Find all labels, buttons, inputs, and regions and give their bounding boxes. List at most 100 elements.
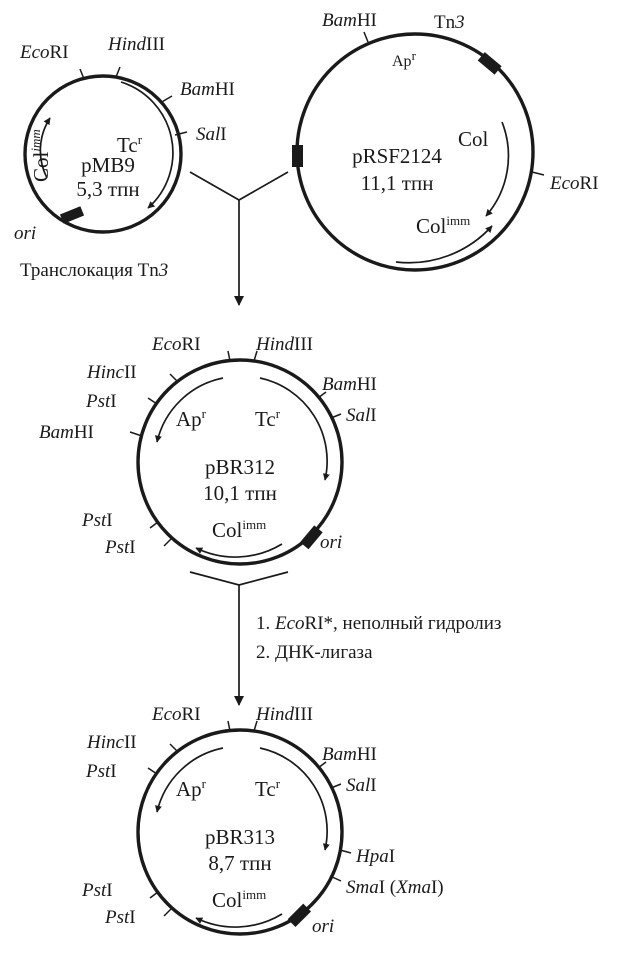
pmb9-tick-bamhi xyxy=(159,95,173,104)
pbr313-site-ecori: EcoRI xyxy=(151,704,201,725)
prsf2124-block-right xyxy=(477,52,502,75)
pbr312-tick-bamhi-r xyxy=(317,391,327,399)
pbr312-site-sali: SalI xyxy=(346,405,377,426)
pbr313-tick-psti-3 xyxy=(163,907,173,917)
pbr313-site-bamhi: BamHI xyxy=(322,744,377,765)
pbr312-site-psti-3: PstI xyxy=(104,537,136,558)
pbr312-tick-psti-3 xyxy=(163,537,173,547)
join-bracket-top xyxy=(189,171,289,201)
pbr312-tick-hincii xyxy=(169,373,179,383)
prsf2124-tick-ecori xyxy=(531,171,545,176)
pbr312-tc-arrow xyxy=(259,377,330,481)
pmb9-site-ori: ori xyxy=(14,223,36,244)
prsf2124-col-label: Col xyxy=(458,127,489,151)
pmb9-site-hindiii: HindIII xyxy=(107,34,165,55)
pbr313-site-ori: ori xyxy=(312,916,334,937)
pbr313-ap-label: Apr xyxy=(176,776,207,801)
pbr312-colimm-label: Colimm xyxy=(212,517,266,542)
pmb9-tick-sali xyxy=(174,131,188,136)
step-translocation: Транслокация Tn3 xyxy=(20,171,289,306)
pbr313-site-hpai: HpaI xyxy=(355,846,395,867)
pbr312-tick-hindiii xyxy=(253,350,258,362)
pmb9-site-ecori: EcoRI xyxy=(19,42,69,63)
pmb9-tick-hindiii xyxy=(115,66,121,78)
pmb9-size: 5,3 тпн xyxy=(76,177,139,201)
prsf2124-site-bamhi: BamHI xyxy=(322,10,377,31)
pbr313-site-smai: SmaI (XmaI) xyxy=(346,877,444,898)
pbr312-size: 10,1 тпн xyxy=(203,481,277,505)
pbr312-site-hincii: HincII xyxy=(86,362,137,383)
plasmid-pmb9: EcoRI HindIII BamHI SalI ori Tcr Colimm … xyxy=(14,34,235,244)
pbr312-tick-psti-1 xyxy=(147,397,158,405)
pbr313-tc-arrow xyxy=(259,747,330,851)
pmb9-tc-arrow xyxy=(120,81,174,209)
pbr312-tc-label: Tcr xyxy=(255,406,281,431)
pbr313-site-psti-2: PstI xyxy=(81,880,113,901)
prsf2124-site-ecori: EcoRI xyxy=(549,173,599,194)
pbr313-site-psti-3: PstI xyxy=(104,907,136,928)
pbr313-site-hindiii: HindIII xyxy=(255,704,313,725)
pbr313-tc-label: Tcr xyxy=(255,776,281,801)
prsf2124-tick-bamhi xyxy=(363,31,369,43)
prsf2124-name: pRSF2124 xyxy=(352,144,442,168)
pbr313-tick-hindiii xyxy=(253,720,258,732)
pbr313-tick-hincii xyxy=(169,743,179,753)
pbr313-name: pBR313 xyxy=(205,825,275,849)
pbr312-ap-arrow xyxy=(155,377,224,443)
pbr313-colimm-label: Colimm xyxy=(212,887,266,912)
prsf2124-site-tn3: Tn3 xyxy=(434,12,465,33)
pbr312-site-hindiii: HindIII xyxy=(255,334,313,355)
pbr313-ori-block xyxy=(287,903,312,928)
pbr312-ori-block xyxy=(300,525,323,550)
pmb9-col-arrow xyxy=(39,117,51,179)
pbr313-tick-hpai xyxy=(339,849,352,854)
pmb9-col-label: Colimm xyxy=(28,129,53,182)
pbr312-colimm-arrow xyxy=(195,543,283,558)
pmb9-name: pMB9 xyxy=(81,153,135,177)
plasmid-pbr313: EcoRI HindIII HincII BamHI PstI SalI Hpa… xyxy=(81,704,444,937)
join-bracket-bottom xyxy=(189,571,289,586)
pbr313-colimm-arrow xyxy=(195,913,283,928)
step2-line1: 1. EcoRI*, неполный гидролиз xyxy=(256,613,501,634)
pmb9-ori-block xyxy=(59,206,85,224)
pbr312-site-psti-2: PstI xyxy=(81,510,113,531)
pbr313-size: 8,7 тпн xyxy=(208,851,271,875)
pbr312-site-bamhi-r: BamHI xyxy=(322,374,377,395)
pbr313-tick-psti-2 xyxy=(149,891,159,899)
pbr313-ring xyxy=(136,728,344,936)
pbr312-tick-psti-2 xyxy=(149,521,159,529)
pbr313-tick-smai xyxy=(329,875,342,882)
pbr313-site-hincii: HincII xyxy=(86,732,137,753)
step2-line2: 2. ДНК-лигаза xyxy=(256,642,373,663)
pmb9-ring xyxy=(23,74,183,234)
pbr312-ring xyxy=(136,358,344,566)
prsf2124-colimm-arrow xyxy=(395,225,493,264)
step-ecori-ligase: 1. EcoRI*, неполный гидролиз 2. ДНК-лига… xyxy=(189,571,501,706)
pmb9-tc-label: Tcr xyxy=(117,132,143,157)
pbr312-site-bamhi-l: BamHI xyxy=(39,422,94,443)
pbr312-site-ori: ori xyxy=(320,532,342,553)
plasmid-prsf2124: BamHI Tn3 EcoRI Apr Col pRSF2124 11,1 тп… xyxy=(292,10,599,272)
prsf2124-ap-label: Apr xyxy=(392,48,417,70)
pbr313-tick-ecori xyxy=(227,720,231,732)
pbr312-site-ecori: EcoRI xyxy=(151,334,201,355)
pbr313-site-psti-1: PstI xyxy=(85,761,117,782)
pbr313-tick-psti-1 xyxy=(147,767,158,775)
prsf2124-size: 11,1 тпн xyxy=(361,171,434,195)
pbr312-site-psti-1: PstI xyxy=(85,391,117,412)
plasmid-pbr312: EcoRI HindIII HincII BamHI PstI SalI Bam… xyxy=(39,334,377,566)
pbr313-ap-arrow xyxy=(155,747,224,813)
pbr312-tick-sali xyxy=(330,413,342,419)
pmb9-tick-ecori xyxy=(79,68,85,80)
pbr313-tick-sali xyxy=(330,783,342,789)
pbr312-ap-label: Apr xyxy=(176,406,207,431)
pbr313-tick-bamhi xyxy=(317,761,327,769)
pbr312-name: pBR312 xyxy=(205,455,275,479)
pbr313-site-sali: SalI xyxy=(346,775,377,796)
prsf2124-block-left xyxy=(292,145,303,167)
pbr312-tick-ecori xyxy=(227,350,231,362)
pmb9-site-bamhi: BamHI xyxy=(180,79,235,100)
prsf2124-colimm-label: Colimm xyxy=(416,213,470,238)
prsf2124-col-arrow xyxy=(485,121,510,217)
